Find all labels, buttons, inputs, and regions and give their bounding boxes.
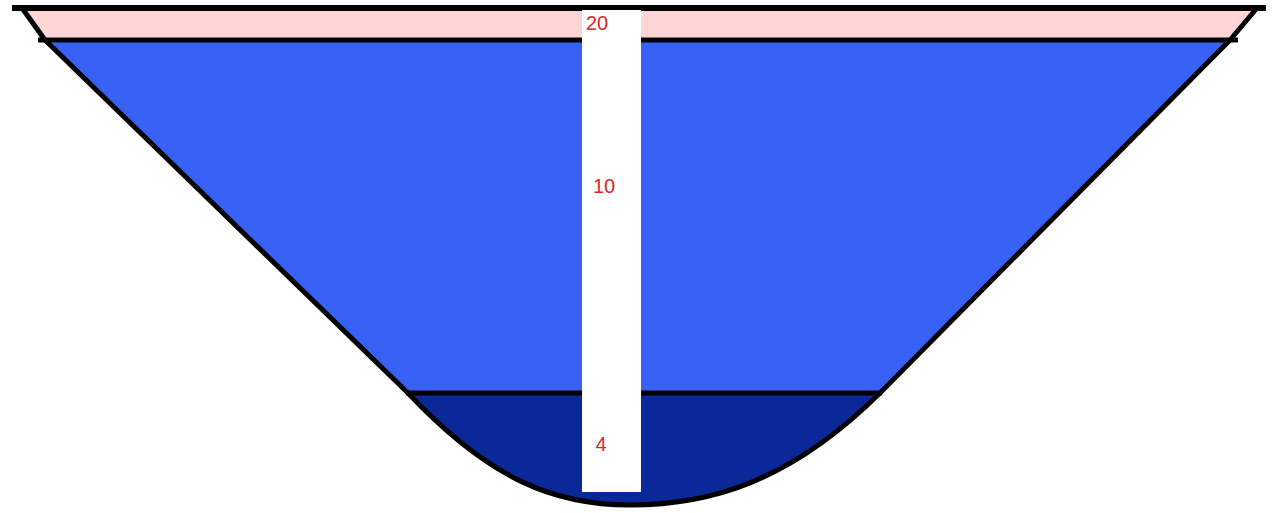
basin-outline	[22, 8, 1257, 505]
gauge-staff	[582, 10, 641, 492]
layer-boundary	[406, 391, 882, 396]
gauge-number: 20	[586, 13, 608, 33]
gauge-number: 10	[593, 176, 615, 196]
gauge-number: 4	[595, 434, 606, 454]
